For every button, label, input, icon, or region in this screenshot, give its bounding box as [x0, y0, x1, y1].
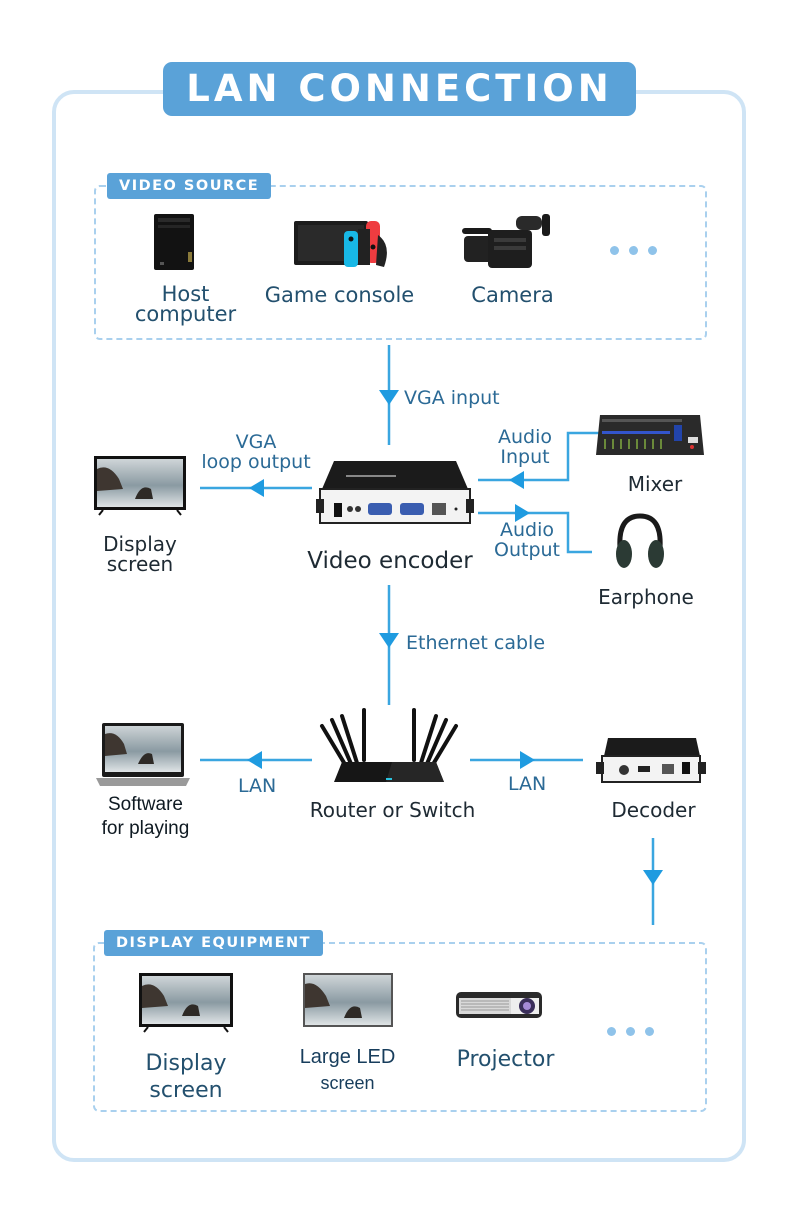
earphone-label: Earphone — [598, 585, 694, 609]
audio-input-line2: Input — [500, 446, 550, 468]
game-console-label: Game console — [264, 283, 415, 307]
video-encoder-label: Video encoder — [307, 548, 473, 574]
more-displays-dots — [607, 1027, 654, 1036]
software-label-line2: for playing — [101, 818, 190, 839]
camera-label: Camera — [471, 283, 554, 307]
display2-label-line1: Display — [145, 1051, 227, 1076]
audio-input-label: Audio Input — [492, 427, 558, 467]
vga-loop-output-label: VGA loop output — [196, 432, 316, 472]
software-label-line1: Software — [108, 794, 183, 815]
projector-label: Projector — [456, 1047, 555, 1072]
dot — [648, 246, 657, 255]
dot — [607, 1027, 616, 1036]
vga-loop-line1: VGA — [235, 431, 277, 453]
display-screen-label: Display screen — [90, 534, 190, 574]
arrow-right-audio-out — [515, 504, 530, 522]
vga-loop-line2: loop output — [201, 451, 311, 473]
audio-input-line1: Audio — [497, 426, 552, 448]
dot — [629, 246, 638, 255]
led-label-line2: screen — [320, 1073, 375, 1093]
arrow-down-decoder — [643, 870, 663, 885]
display2-label-line2: screen — [149, 1078, 223, 1103]
arrow-left-audio-in — [509, 471, 524, 489]
audio-output-line1: Audio — [499, 519, 554, 541]
router-label: Router or Switch — [309, 798, 476, 822]
arrow-down-vga — [379, 390, 399, 405]
software-playing-label: Software for playing — [88, 793, 203, 841]
large-led-screen-label: Large LED screen — [290, 1044, 405, 1096]
dot — [610, 246, 619, 255]
video-source-tag: VIDEO SOURCE — [107, 173, 272, 199]
page-title: LAN CONNECTION — [163, 62, 636, 116]
display-equipment-tag: DISPLAY EQUIPMENT — [104, 930, 324, 956]
lan-left-label: LAN — [238, 775, 277, 797]
laptop-icon — [96, 723, 190, 786]
ethernet-cable-label: Ethernet cable — [406, 632, 546, 654]
lan-right-label: LAN — [508, 773, 547, 795]
projector-icon — [456, 992, 542, 1018]
mixer-icon — [596, 415, 704, 455]
decoder-label: Decoder — [611, 798, 696, 822]
audio-output-line2: Output — [494, 539, 560, 561]
decoder-icon — [596, 738, 706, 783]
display-screen-2-label: Display screen — [130, 1050, 242, 1104]
desktop-tower-icon — [154, 214, 194, 270]
display-label-line1: Display — [103, 532, 177, 556]
arrow-left-vga-loop — [249, 479, 264, 497]
led-label-line1: Large LED — [299, 1046, 396, 1068]
dot — [626, 1027, 635, 1036]
display-label-line2: screen — [106, 552, 174, 576]
led-screen-icon — [303, 973, 393, 1027]
host-label-line1: Host — [161, 282, 210, 306]
game-console-icon — [294, 221, 387, 267]
arrow-left-lan — [247, 751, 262, 769]
mixer-label: Mixer — [627, 472, 683, 496]
host-computer-label: Host computer — [118, 282, 253, 326]
dot — [645, 1027, 654, 1036]
tv-icon — [94, 456, 186, 516]
video-encoder-icon — [316, 461, 474, 524]
display-equipment-group — [93, 942, 707, 1112]
video-source-group — [94, 185, 707, 340]
arrow-right-lan — [520, 751, 535, 769]
tv-icon — [139, 973, 233, 1033]
host-label-line2: computer — [134, 302, 237, 326]
more-sources-dots — [610, 246, 657, 255]
vga-input-label: VGA input — [404, 387, 500, 409]
earphone-icon — [616, 513, 664, 568]
router-icon — [320, 708, 458, 782]
video-camera-icon — [462, 214, 550, 268]
arrow-down-ethernet — [379, 633, 399, 648]
audio-output-label: Audio Output — [492, 520, 562, 560]
